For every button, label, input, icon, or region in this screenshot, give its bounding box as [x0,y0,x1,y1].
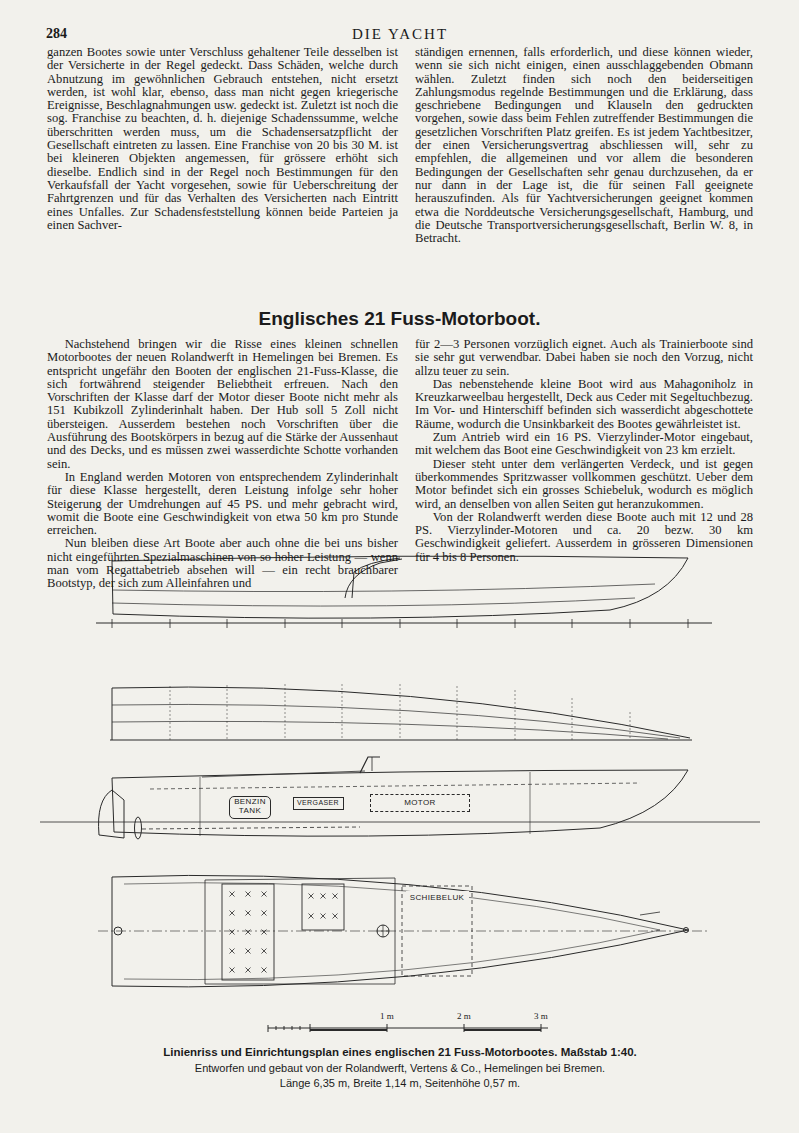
cushion-mark [230,911,235,916]
cushion-mark [262,949,267,954]
cushion-mark [246,968,251,973]
text-column: 284 [46,26,106,42]
lines-profile-part [96,623,712,624]
deck-plan-part [114,927,122,935]
scale-label: 2 m [449,1011,479,1021]
profile-arrangement-part [142,827,360,829]
body-paragraph: Von der Rolandwerft werden diese Boote a… [415,511,753,564]
body-paragraph: Zum Antrieb wird ein 16 PS. Vierzylinder… [415,431,753,458]
part-label: BENZIN TANK [233,798,267,816]
cushion-mark [333,914,338,919]
text-column: Entworfen und gebaut von der Rolandwerft… [100,1061,700,1091]
lines-half-breadth-part [170,684,630,740]
body-paragraph: In England werden Motoren von entspreche… [47,471,398,537]
caption-line: Länge 6,35 m, Breite 1,14 m, Seitenhöhe … [100,1076,700,1091]
cushion-mark [262,892,267,897]
profile-arrangement-part [200,772,530,836]
scale-label: 3 m [526,1011,556,1021]
part-label-box: SCHIEBELUK [406,891,469,905]
deck-plan-part [684,928,689,933]
deck-plan-part [302,884,344,930]
deck-plan [98,875,710,987]
lines-half-breadth-part [112,721,668,739]
cushion-mark [230,892,235,897]
deck-plan-part [377,925,389,937]
lines-half-breadth-part [112,687,690,738]
deck-plan-part [402,886,472,976]
cushion-mark [321,894,326,899]
cushion-mark [321,914,326,919]
page-header: 284 [46,26,106,42]
part-label-box: VERGASER [293,797,344,810]
cushion-mark [230,930,235,935]
text-column: 3 m [526,1011,556,1021]
profile-arrangement-part [372,757,373,771]
lines-profile-part [112,598,635,606]
cushion-mark [262,930,267,935]
part-label: MOTOR [404,799,436,808]
deck-plan-part [377,925,389,937]
text-column: ständigen ernennen, falls erforderlich, … [415,46,753,245]
part-label-box: MOTOR [370,794,470,812]
profile-arrangement [40,757,760,839]
lines-half-breadth-part [112,704,680,738]
body-paragraph: Nachstehend bringen wir die Risse eines … [47,338,398,471]
part-label: SCHIEBELUK [410,894,465,903]
profile-arrangement-part [360,757,380,773]
cushion-mark [262,911,267,916]
part-label-box: BENZIN TANK [229,796,271,819]
cushion-mark [262,968,267,973]
body-paragraph: Nun bleiben diese Art Boote aber auch oh… [47,537,398,590]
text-column: 1 m [372,1011,402,1021]
page-header: DIE YACHT [300,26,500,43]
scale-bar-part [310,1029,541,1031]
text-column: 2 m [449,1011,479,1021]
text-column: DIE YACHT [300,26,500,43]
deck-plan-part [205,878,395,984]
profile-arrangement-part [112,770,688,836]
profile-arrangement-part [135,817,142,839]
cushion-mark [246,949,251,954]
text-column: Nachstehend bringen wir die Risse eines … [47,338,398,591]
body-paragraph: Dieser steht unter dem verlängerten Verd… [415,458,753,511]
scale-bar [268,1024,548,1032]
deck-plan-part [222,884,274,980]
cushion-mark [246,930,251,935]
profile-arrangement-part [150,783,640,789]
deck-plan-part [640,912,660,915]
cushion-mark [333,894,338,899]
caption-line: Entworfen und gebaut von der Rolandwerft… [100,1061,700,1076]
profile-arrangement-part [40,822,760,823]
article-title: Englisches 21 Fuss-Motorboot. [100,308,699,330]
body-paragraph: ständigen ernennen, falls erforderlich, … [415,46,753,245]
text-column: ganzen Bootes sowie unter Verschluss geh… [47,46,398,232]
cushion-mark [246,911,251,916]
body-paragraph: für 2—3 Personen vorzüglich eignet. Auch… [415,338,753,378]
lines-profile-part [112,619,688,628]
scale-label: 1 m [372,1011,402,1021]
deck-plan-part [98,931,710,932]
scale-bar-part [268,1024,541,1032]
part-label: VERGASER [297,799,339,807]
cushion-mark [309,894,314,899]
text-column: für 2—3 Personen vorzüglich eignet. Auch… [415,338,753,564]
lines-half-breadth-part [112,688,113,740]
profile-arrangement-part [99,790,124,838]
profile-arrangement-part [202,771,365,777]
body-paragraph: Das nebenstehende kleine Boot wird aus M… [415,378,753,431]
lines-half-breadth [110,684,692,740]
cushion-mark [246,892,251,897]
figure-caption: Linienriss und Einrichtungsplan eines en… [60,1046,740,1058]
cushion-mark [309,914,314,919]
cushion-mark [230,968,235,973]
seat-cushion-marks [230,892,338,973]
profile-arrangement-part [112,770,688,778]
body-paragraph: ganzen Bootes sowie unter Verschluss geh… [47,46,398,232]
cushion-mark [230,949,235,954]
lines-half-breadth-part [110,740,692,741]
